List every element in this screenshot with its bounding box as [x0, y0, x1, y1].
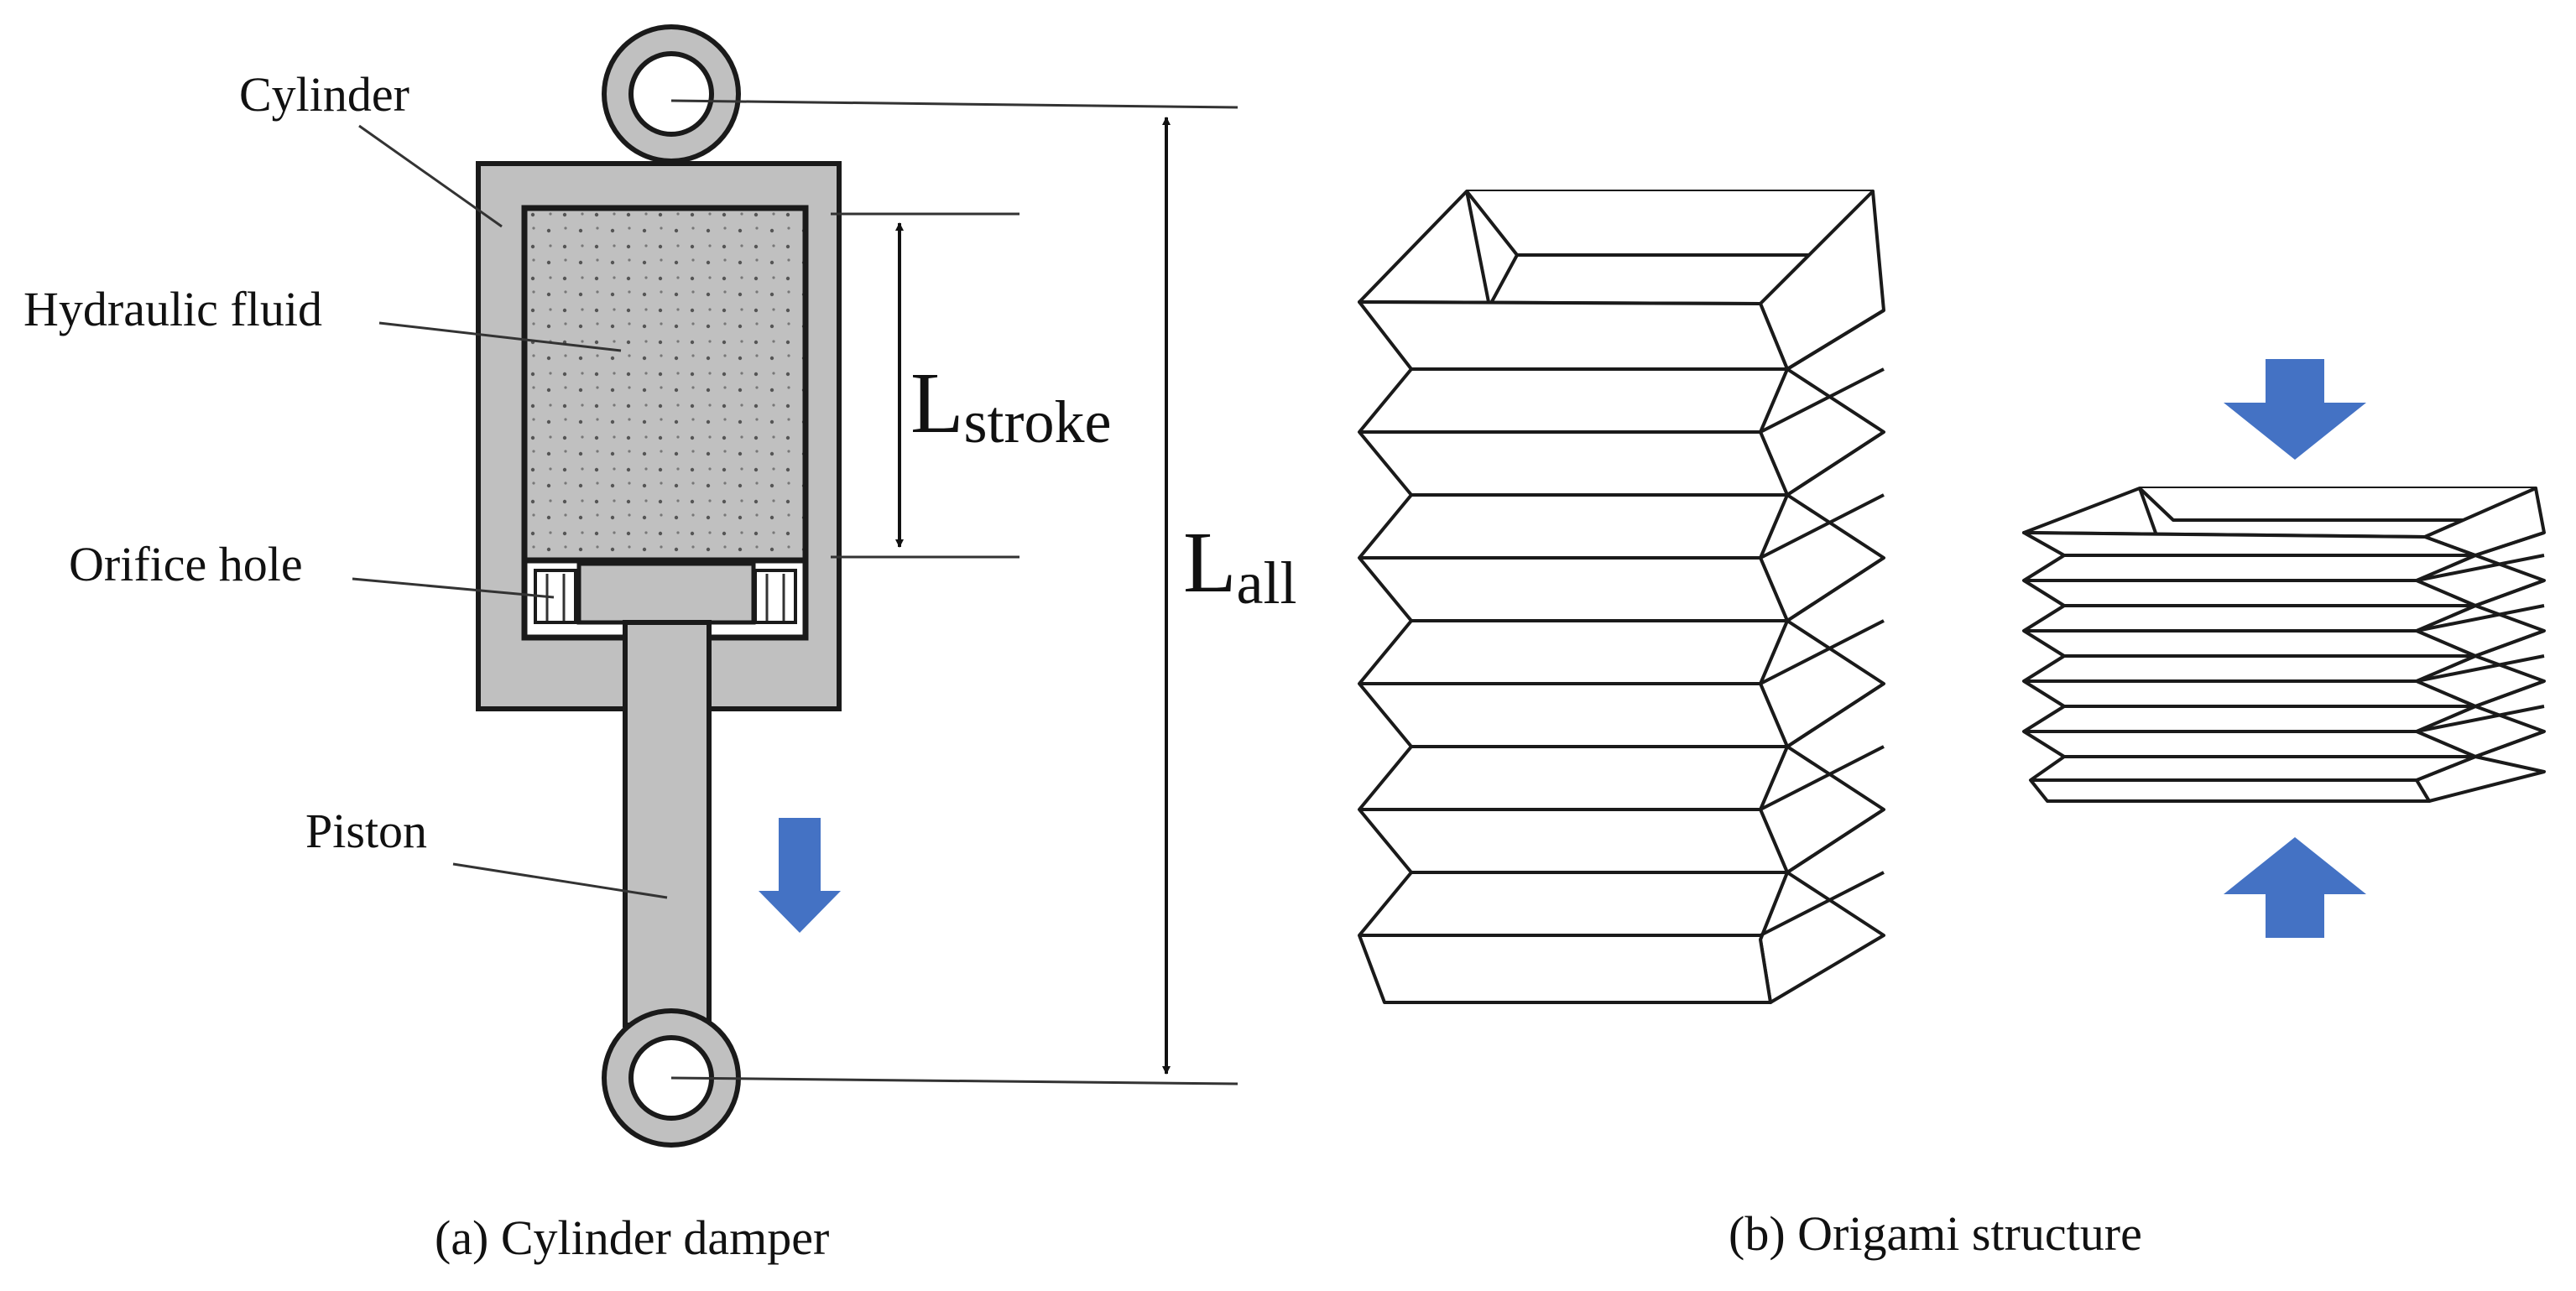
hydraulic-fluid-label: Hydraulic fluid [23, 282, 322, 336]
compression-arrow-bottom [2224, 837, 2366, 938]
ext-line-bottom-all [670, 1076, 1238, 1085]
orifice-hole-leader [352, 577, 555, 599]
piston-motion-arrow [759, 818, 841, 933]
piston-leader [452, 862, 668, 899]
l-stroke-label: Lstroke [910, 355, 1112, 455]
cylinder-label: Cylinder [239, 67, 409, 122]
origami-compressed-tube [2022, 487, 2546, 803]
orifice-hole-label: Orifice hole [69, 537, 303, 591]
origami-structure-panel: (b) Origami structure [1358, 190, 2546, 1261]
hydraulic-fluid-chamber [521, 205, 809, 564]
piston-head [576, 561, 756, 625]
cylinder-leader [358, 124, 503, 228]
orifice-hole-right [754, 569, 797, 624]
compression-arrow-top [2224, 359, 2366, 460]
top-eye-ring [602, 24, 741, 164]
cylinder-damper-panel: Cylinder Hydraulic fluid Orifice hole Pi… [23, 24, 1297, 1265]
piston-rod [623, 620, 712, 1028]
ext-line-top-all [670, 99, 1238, 109]
l-all-label: Lall [1183, 514, 1297, 617]
hydraulic-fluid-leader [378, 321, 622, 352]
origami-extended-tube [1358, 190, 1885, 1004]
piston-label: Piston [305, 804, 427, 858]
caption-b: (b) Origami structure [1729, 1206, 2142, 1261]
caption-a: (a) Cylinder damper [435, 1210, 829, 1265]
